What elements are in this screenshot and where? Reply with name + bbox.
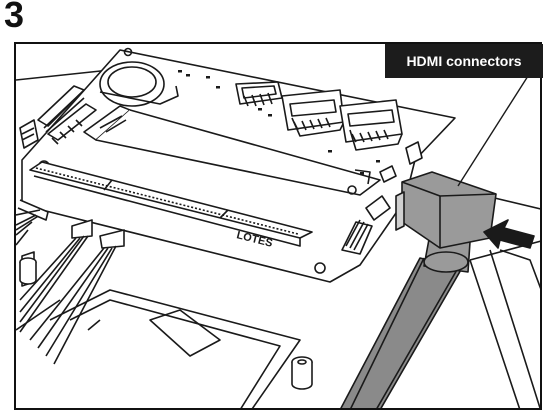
hdmi-connectors-callout: HDMI connectors	[385, 44, 543, 78]
diagram-frame	[14, 42, 542, 410]
dimm-slot	[29, 161, 313, 247]
insert-arrow-icon	[483, 219, 535, 249]
m2-card	[83, 105, 381, 196]
chassis-edge	[16, 69, 111, 331]
lower-tray	[49, 289, 301, 408]
coin-battery	[99, 61, 179, 107]
mount-hole	[123, 47, 133, 57]
hdmi-connector	[395, 171, 497, 249]
step-number: 3	[4, 0, 25, 35]
mount-hole	[314, 262, 326, 274]
usb-port-2	[339, 99, 403, 151]
right-header	[341, 141, 423, 255]
standoff	[291, 356, 313, 390]
callout-leader	[457, 75, 529, 187]
standoff-left	[19, 257, 37, 285]
display-port-connector	[235, 81, 283, 107]
left-header	[19, 85, 97, 149]
